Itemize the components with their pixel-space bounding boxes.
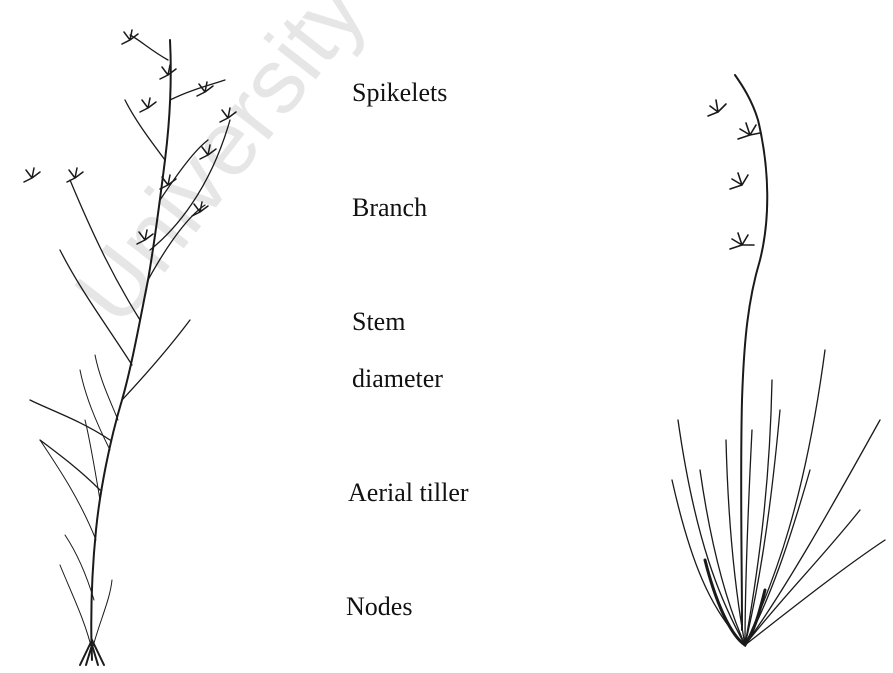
left-main-stem [91, 40, 171, 660]
watermark-text: University of [55, 0, 447, 342]
label-nodes: Nodes [346, 594, 412, 620]
label-aerial-tiller: Aerial tiller [348, 480, 469, 506]
right-culm [735, 75, 767, 630]
label-spikelets: Spikelets [352, 80, 447, 106]
label-diameter: diameter [352, 366, 443, 392]
right-plant [672, 75, 885, 645]
label-branch: Branch [352, 195, 427, 221]
left-leaves [40, 355, 118, 650]
label-stem: Stem [352, 309, 405, 335]
right-spikelets [708, 100, 760, 249]
right-basal-leaves [672, 350, 885, 645]
